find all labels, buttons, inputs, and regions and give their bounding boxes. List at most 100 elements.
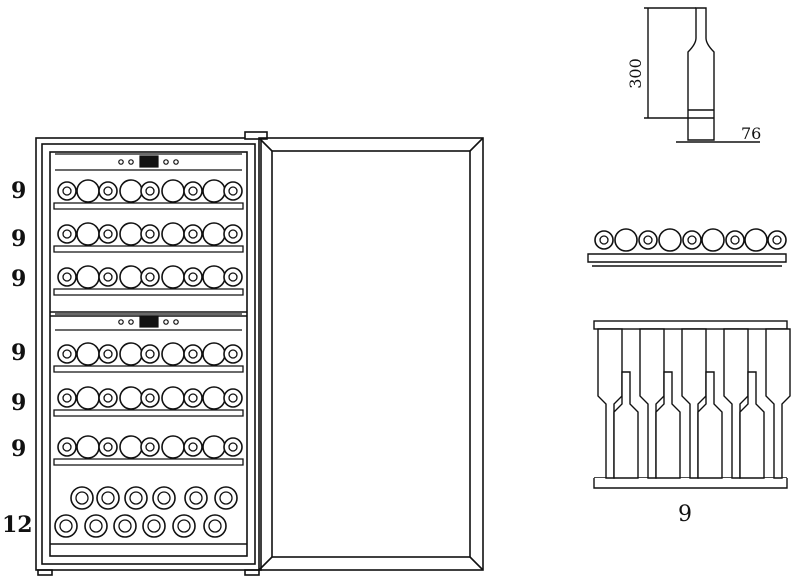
bottle <box>57 344 77 364</box>
bottle <box>119 435 143 459</box>
side-view-count: 9 <box>678 502 692 527</box>
shelf-row <box>53 435 244 466</box>
bottle <box>113 514 137 538</box>
control-panel-upper <box>55 153 242 171</box>
bottle <box>725 230 745 250</box>
bottle <box>76 222 100 246</box>
bottle <box>119 265 143 289</box>
bottle <box>594 230 614 250</box>
bottle <box>214 486 238 510</box>
bottle <box>744 228 768 252</box>
bottle <box>152 486 176 510</box>
bottle <box>184 486 208 510</box>
shelf-rail <box>53 365 244 373</box>
bottle <box>70 486 94 510</box>
shelf-rail <box>53 458 244 466</box>
bottle <box>140 224 160 244</box>
shelf-rail <box>53 202 244 210</box>
shelf-count-1: 9 <box>11 178 27 204</box>
bottle <box>76 386 100 410</box>
bottle <box>697 371 723 479</box>
bottle <box>96 486 120 510</box>
bottle <box>638 230 658 250</box>
bottle <box>124 486 148 510</box>
bottle <box>76 342 100 366</box>
bottle <box>98 181 118 201</box>
bottle <box>161 342 185 366</box>
bottle-diameter-dimension: 76 <box>741 124 762 143</box>
bottle <box>223 388 243 408</box>
bottle <box>119 222 143 246</box>
bottle <box>140 344 160 364</box>
bottom-rack <box>54 486 238 538</box>
bottle <box>140 267 160 287</box>
shelf-count-6: 9 <box>11 436 27 462</box>
bottle <box>183 344 203 364</box>
bottle <box>701 228 725 252</box>
shelf-side-view <box>593 320 791 489</box>
single-shelf-front-view <box>587 228 787 267</box>
shelf-count-5: 9 <box>11 390 27 416</box>
bottle <box>655 371 681 479</box>
bottle <box>119 342 143 366</box>
bottle <box>767 230 787 250</box>
bottle <box>57 267 77 287</box>
shelf-row <box>53 179 244 210</box>
bottle <box>172 514 196 538</box>
bottle-dimension-drawing <box>644 7 760 143</box>
shelf-rail <box>53 245 244 253</box>
bottle <box>202 342 226 366</box>
shelf-rail <box>53 288 244 296</box>
shelf-row <box>53 265 244 296</box>
bottle <box>57 437 77 457</box>
bottle <box>202 179 226 203</box>
bottle <box>119 179 143 203</box>
bottle <box>765 328 791 479</box>
bottle <box>161 386 185 410</box>
bottle <box>739 371 765 479</box>
bottle <box>140 388 160 408</box>
bottle <box>161 265 185 289</box>
bottle <box>614 228 638 252</box>
shelf-count-4: 9 <box>11 340 27 366</box>
control-panel-lower <box>55 313 242 331</box>
bottle <box>140 437 160 457</box>
bottle <box>98 437 118 457</box>
bottle <box>183 388 203 408</box>
bottle <box>57 181 77 201</box>
bottle <box>613 371 639 479</box>
bottle <box>183 437 203 457</box>
bottle <box>142 514 166 538</box>
bottle <box>202 222 226 246</box>
shelf-rail <box>587 253 787 263</box>
bottle <box>161 435 185 459</box>
bottle <box>161 179 185 203</box>
bottle <box>98 388 118 408</box>
bottle <box>223 181 243 201</box>
bottle <box>76 435 100 459</box>
shelf-row <box>53 222 244 253</box>
shelf-count-3: 9 <box>11 266 27 292</box>
bottle <box>223 437 243 457</box>
bottle <box>98 267 118 287</box>
glass-door <box>258 137 484 571</box>
bottle <box>203 514 227 538</box>
shelves <box>53 179 244 538</box>
bottle <box>183 181 203 201</box>
shelf-count-7: 12 <box>2 512 33 538</box>
bottle <box>76 265 100 289</box>
bottle <box>202 386 226 410</box>
shelf-count-2: 9 <box>11 226 27 252</box>
bottle <box>54 514 78 538</box>
bottle <box>223 344 243 364</box>
bottle <box>76 179 100 203</box>
bottle <box>57 388 77 408</box>
bottle <box>119 386 143 410</box>
bottle-height-dimension: 300 <box>625 58 645 89</box>
bottle <box>84 514 108 538</box>
bottle <box>98 224 118 244</box>
bottle <box>161 222 185 246</box>
shelf-row <box>53 386 244 417</box>
shelf-rail <box>53 409 244 417</box>
